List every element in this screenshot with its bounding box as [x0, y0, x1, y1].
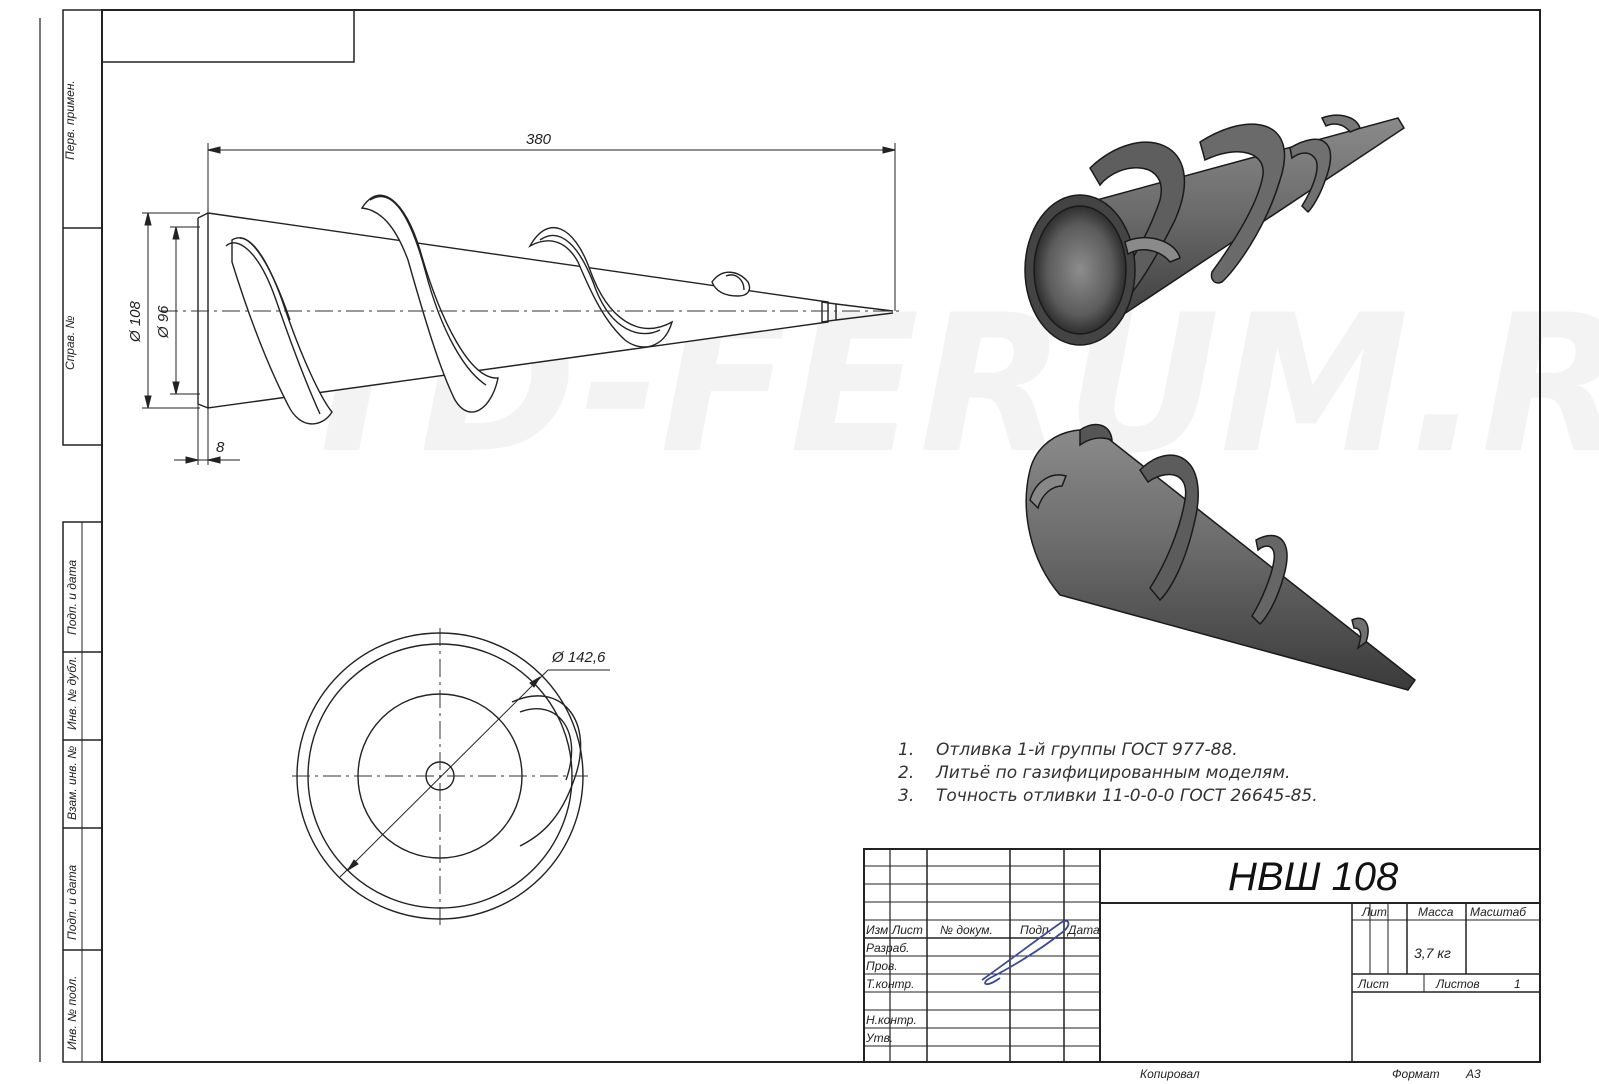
note-1-text: Отливка 1-й группы ГОСТ 977-88.	[936, 740, 1238, 760]
note-3-number: 3.	[898, 786, 914, 806]
dim-flange-diameter: Ø 142,6	[551, 649, 606, 666]
mass-value: 3,7 кг	[1414, 945, 1451, 961]
label-format: Формат	[1392, 1067, 1440, 1081]
note-2-text: Литьё по газифицированным моделям.	[935, 763, 1290, 783]
role-checked: Пров.	[866, 959, 898, 973]
end-view-centerlines	[292, 628, 588, 925]
dim-wall-8: 8	[216, 439, 225, 456]
technical-notes: 1. Отливка 1-й группы ГОСТ 977-88. 2. Ли…	[898, 740, 1318, 806]
role-developer: Разраб.	[866, 941, 909, 955]
label-lit: Лит.	[1361, 905, 1390, 919]
dim-length-380: 380	[526, 131, 552, 148]
side-stamp-inv-podl: Инв. № подл.	[65, 976, 79, 1050]
side-stamp-perv: Перв. примен.	[63, 80, 77, 160]
side-stamp-podp-1: Подп. и дата	[65, 560, 79, 635]
header-date: Дата	[1066, 923, 1100, 937]
flange-diameter-leader	[339, 669, 610, 878]
role-tech-control: Т.контр.	[866, 977, 914, 991]
note-2-number: 2.	[898, 763, 914, 783]
dimension-lines	[142, 143, 896, 465]
side-stamp-inv-dubl: Инв. № дубл.	[65, 656, 79, 730]
side-stamp-sprav: Справ. №	[63, 315, 77, 370]
side-stamp-vzam: Взам. инв. №	[65, 746, 79, 820]
sheets-value: 1	[1514, 977, 1521, 991]
note-1-number: 1.	[898, 740, 914, 760]
dim-inner-diameter: Ø 96	[155, 305, 172, 339]
dim-outer-diameter: Ø 108	[127, 300, 144, 343]
header-sign: Подп.	[1020, 923, 1052, 937]
header-doc-number: № докум.	[940, 923, 993, 937]
sheet-frame	[39, 9, 1541, 1063]
format-value: А3	[1465, 1067, 1481, 1081]
label-sheet: Лист	[1357, 977, 1389, 991]
render-3d-top	[1024, 114, 1406, 346]
side-stamps: Перв. примен. Справ. № Подп. и дата Инв.…	[63, 80, 79, 1050]
header-izm: Изм	[866, 923, 888, 937]
side-stamp-podp-2: Подп. и дата	[65, 865, 79, 940]
title-block	[863, 848, 1541, 1063]
role-approved: Утв.	[865, 1031, 893, 1045]
signature	[981, 920, 1070, 985]
label-scale: Масштаб	[1470, 905, 1527, 919]
role-norm-control: Н.контр.	[866, 1013, 917, 1027]
drawing-designation: НВШ 108	[1228, 855, 1399, 899]
render-3d-bottom	[1025, 423, 1417, 691]
label-mass: Масса	[1418, 905, 1454, 919]
label-sheets: Листов	[1435, 977, 1480, 991]
label-copied: Копировал	[1140, 1067, 1200, 1081]
note-3-text: Точность отливки 11-0-0-0 ГОСТ 26645-85.	[936, 786, 1318, 806]
header-list: Лист	[891, 923, 923, 937]
